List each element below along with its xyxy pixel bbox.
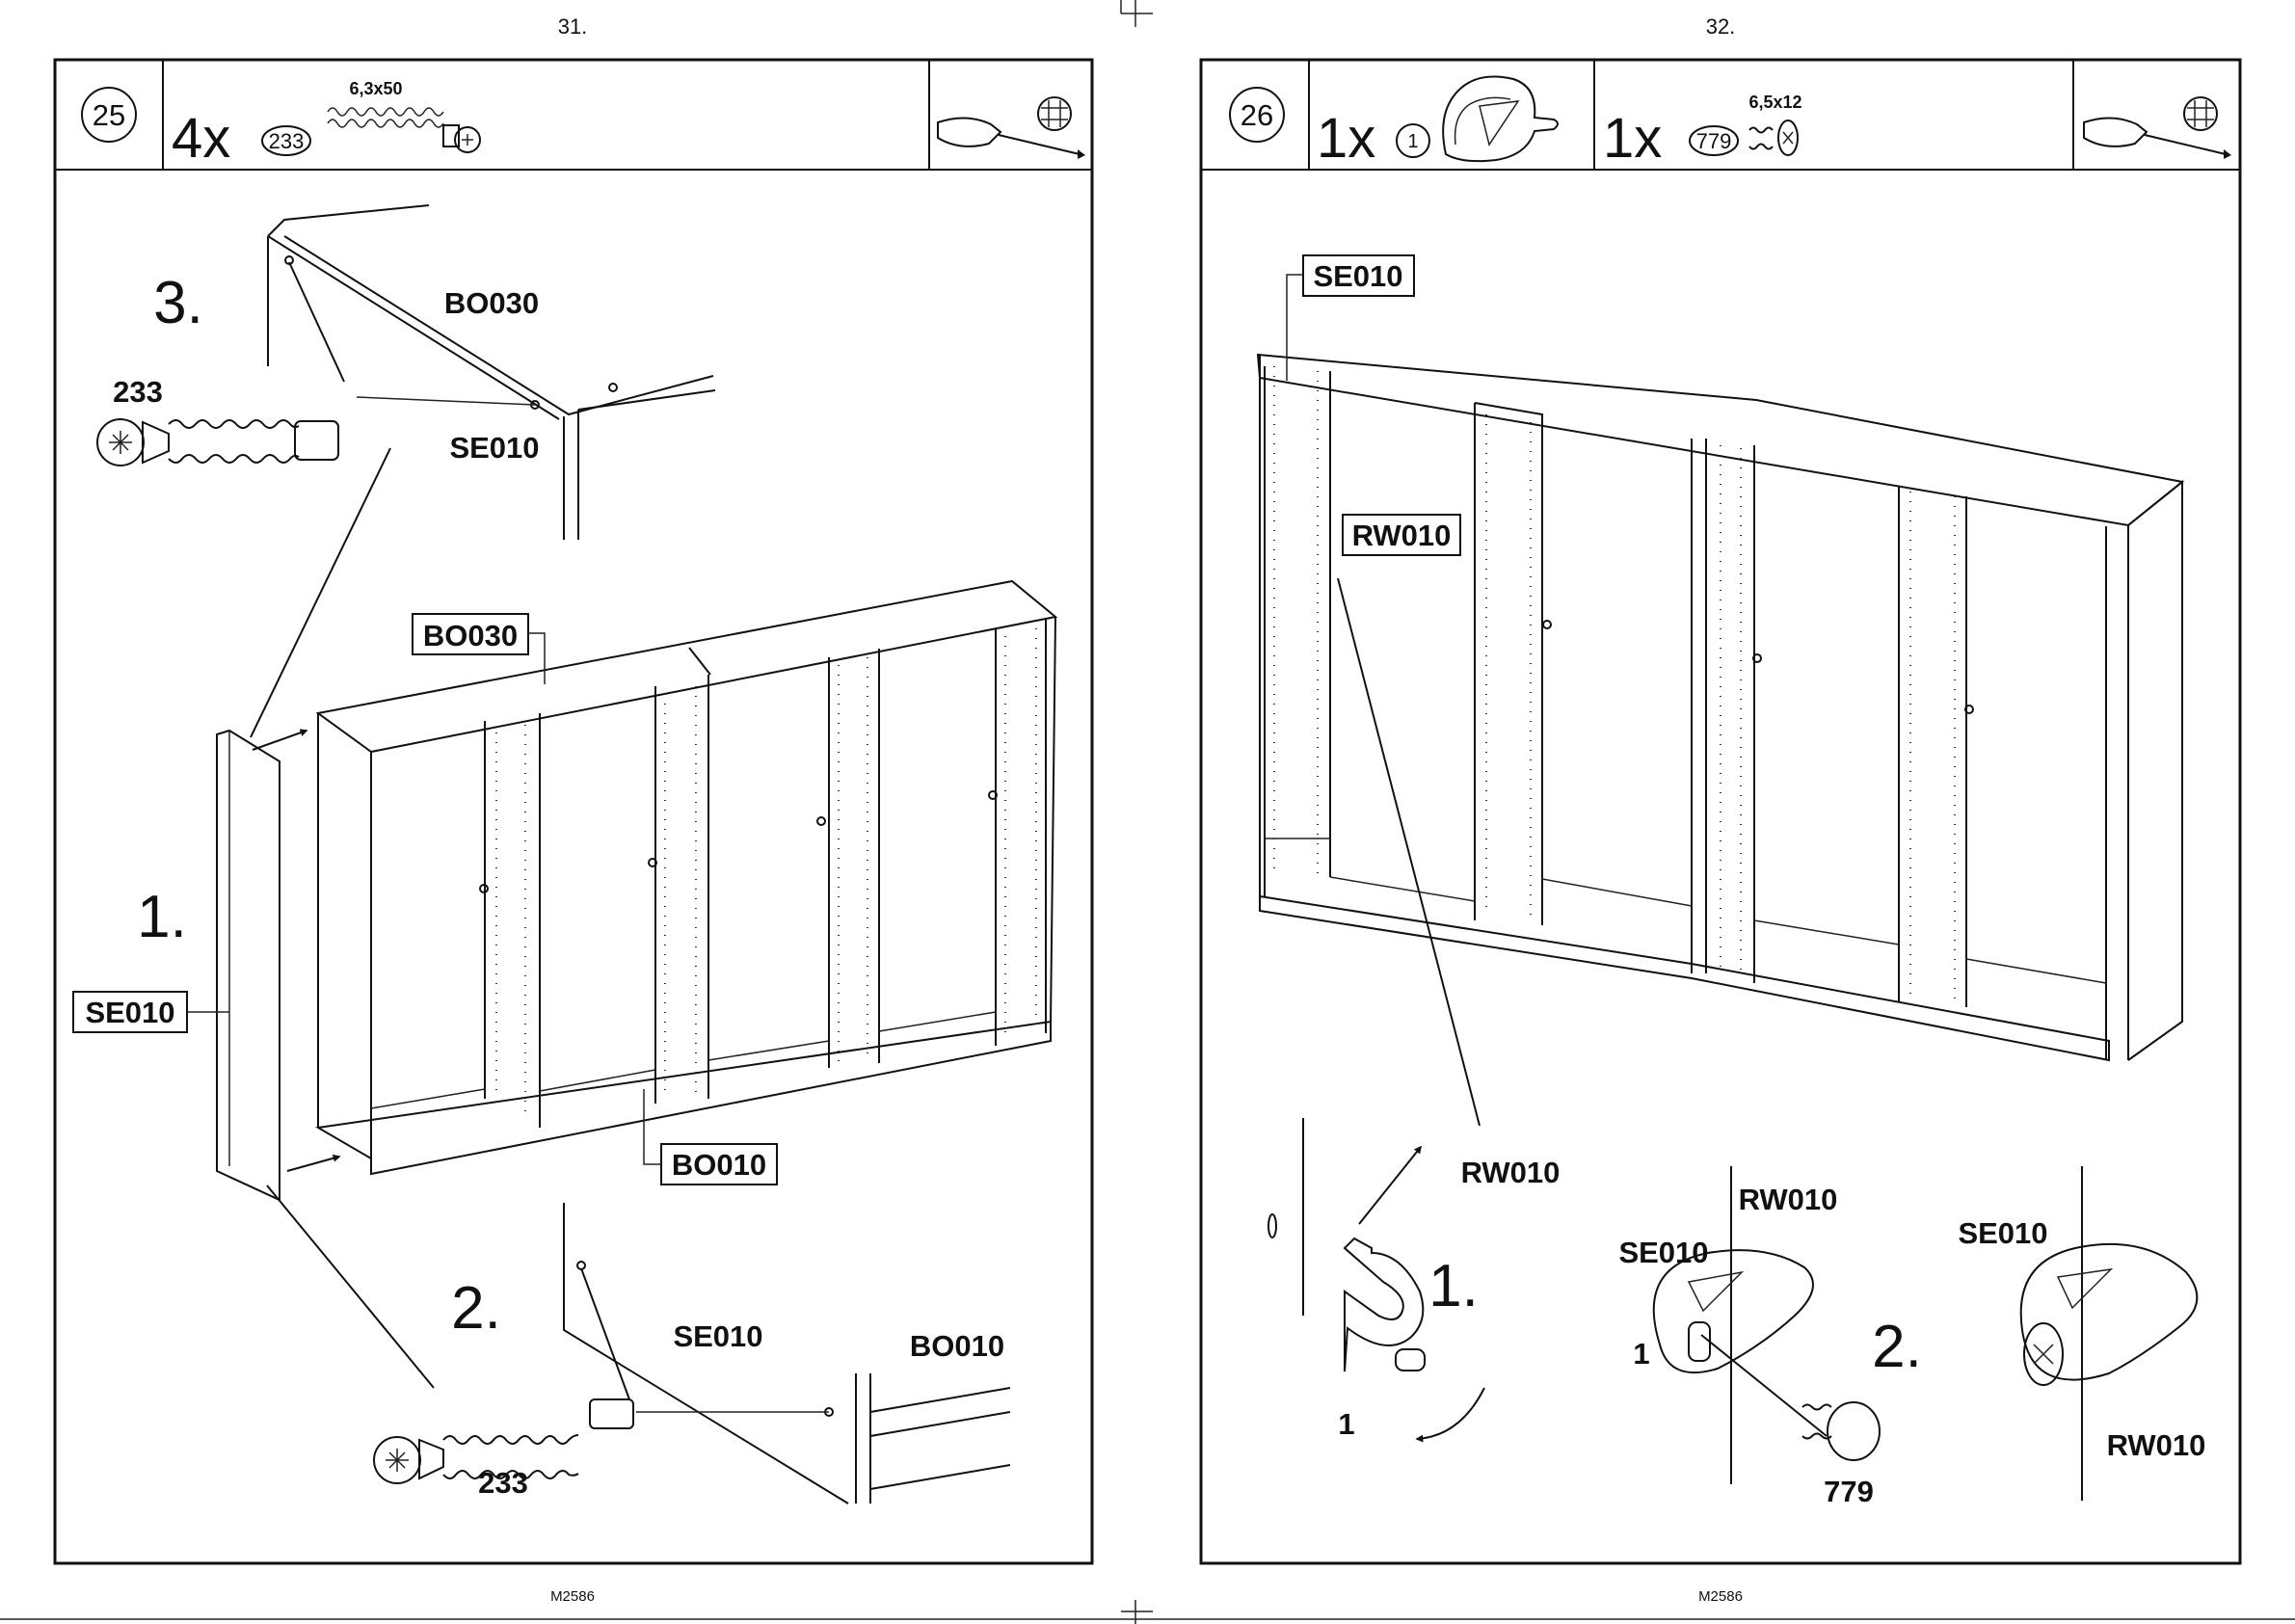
- top-panel-label: BO030: [444, 286, 539, 320]
- tools-panel: [938, 97, 1085, 159]
- part-number-label: 1: [1633, 1337, 1649, 1371]
- phillips-head-icon: [1038, 97, 1071, 130]
- svg-text:25: 25: [93, 98, 125, 132]
- part-quantity: 1x: [1603, 107, 1662, 170]
- substep-number: 1.: [1428, 1253, 1479, 1319]
- part-number-label: 233: [113, 375, 163, 409]
- side-panel-label: SE010: [1958, 1216, 2047, 1250]
- page-32: 32. M2586 26 1x 1 1x 779 6,5x12: [1201, 14, 2240, 1605]
- label-SE010: SE010: [73, 992, 229, 1032]
- screw-number-label: 779: [1824, 1475, 1874, 1508]
- part-number: 233: [269, 129, 305, 153]
- parts-list-item: 4x 233 6,3x50: [172, 79, 480, 170]
- rear-wall-label: RW010: [1739, 1183, 1838, 1216]
- substep-number: 2.: [451, 1275, 501, 1342]
- part-number-label: 1: [1338, 1407, 1354, 1441]
- side-panel-label: SE010: [673, 1319, 762, 1353]
- svg-text:26: 26: [1241, 98, 1273, 132]
- screw-icon: [1749, 120, 1798, 155]
- side-panel-label: SE010: [449, 431, 539, 465]
- rear-wall-label: RW010: [1461, 1156, 1561, 1189]
- cam-bolt-icon: [97, 419, 338, 466]
- svg-text:SE010: SE010: [85, 996, 174, 1029]
- part-quantity: 1x: [1317, 107, 1375, 170]
- rear-wall-label: RW010: [2107, 1428, 2206, 1462]
- detail-step-2: 2. SE010 BO010 233: [267, 1185, 1010, 1504]
- part-number: 1: [1407, 131, 1418, 152]
- part-spec: 6,3x50: [349, 79, 402, 98]
- cam-bolt-icon: [328, 108, 480, 152]
- detail-step-1: 1. RW010 1: [1268, 1118, 1560, 1441]
- phillips-head-icon: [2184, 97, 2217, 130]
- svg-text:BO010: BO010: [672, 1148, 766, 1182]
- page-31: 31. M2586 25 4x 233 6,3x50: [55, 14, 1092, 1605]
- substep-number: 3.: [153, 270, 203, 336]
- page-footer-code: M2586: [550, 1588, 595, 1605]
- part-spec: 6,5x12: [1748, 93, 1801, 112]
- part-number: 779: [1696, 129, 1732, 153]
- detail-step-3: SE010 RW010: [1958, 1166, 2205, 1501]
- svg-text:BO030: BO030: [423, 619, 518, 652]
- parts-list-item: 1x 779 6,5x12: [1603, 93, 1802, 170]
- screwdriver-icon: [2084, 118, 2231, 159]
- svg-text:SE010: SE010: [1313, 259, 1402, 293]
- substep-number: 2.: [1872, 1314, 1922, 1380]
- step-number-badge: 26: [1230, 88, 1284, 142]
- parts-list-item: 1x 1: [1317, 77, 1558, 170]
- label-RW010: RW010: [1343, 515, 1460, 555]
- page-footer-code: M2586: [1698, 1588, 1743, 1605]
- screwdriver-icon: [938, 118, 1085, 159]
- bottom-panel-label: BO010: [910, 1329, 1004, 1363]
- svg-text:RW010: RW010: [1352, 519, 1452, 552]
- screw-icon: [1802, 1402, 1880, 1460]
- detail-step-2: 2. RW010 SE010 1 779: [1618, 1166, 1921, 1508]
- cabinet-assembly: [217, 581, 1055, 1200]
- substep-number: 1.: [137, 884, 187, 950]
- tools-panel: [2084, 97, 2231, 159]
- page-number: 31.: [558, 14, 588, 39]
- part-quantity: 4x: [172, 107, 230, 170]
- side-panel-label: SE010: [1618, 1236, 1708, 1269]
- wardrobe-body: [1258, 355, 2182, 1060]
- step-number-badge: 25: [82, 88, 136, 142]
- page-number: 32.: [1706, 14, 1736, 39]
- wall-bracket-icon: [1443, 77, 1558, 162]
